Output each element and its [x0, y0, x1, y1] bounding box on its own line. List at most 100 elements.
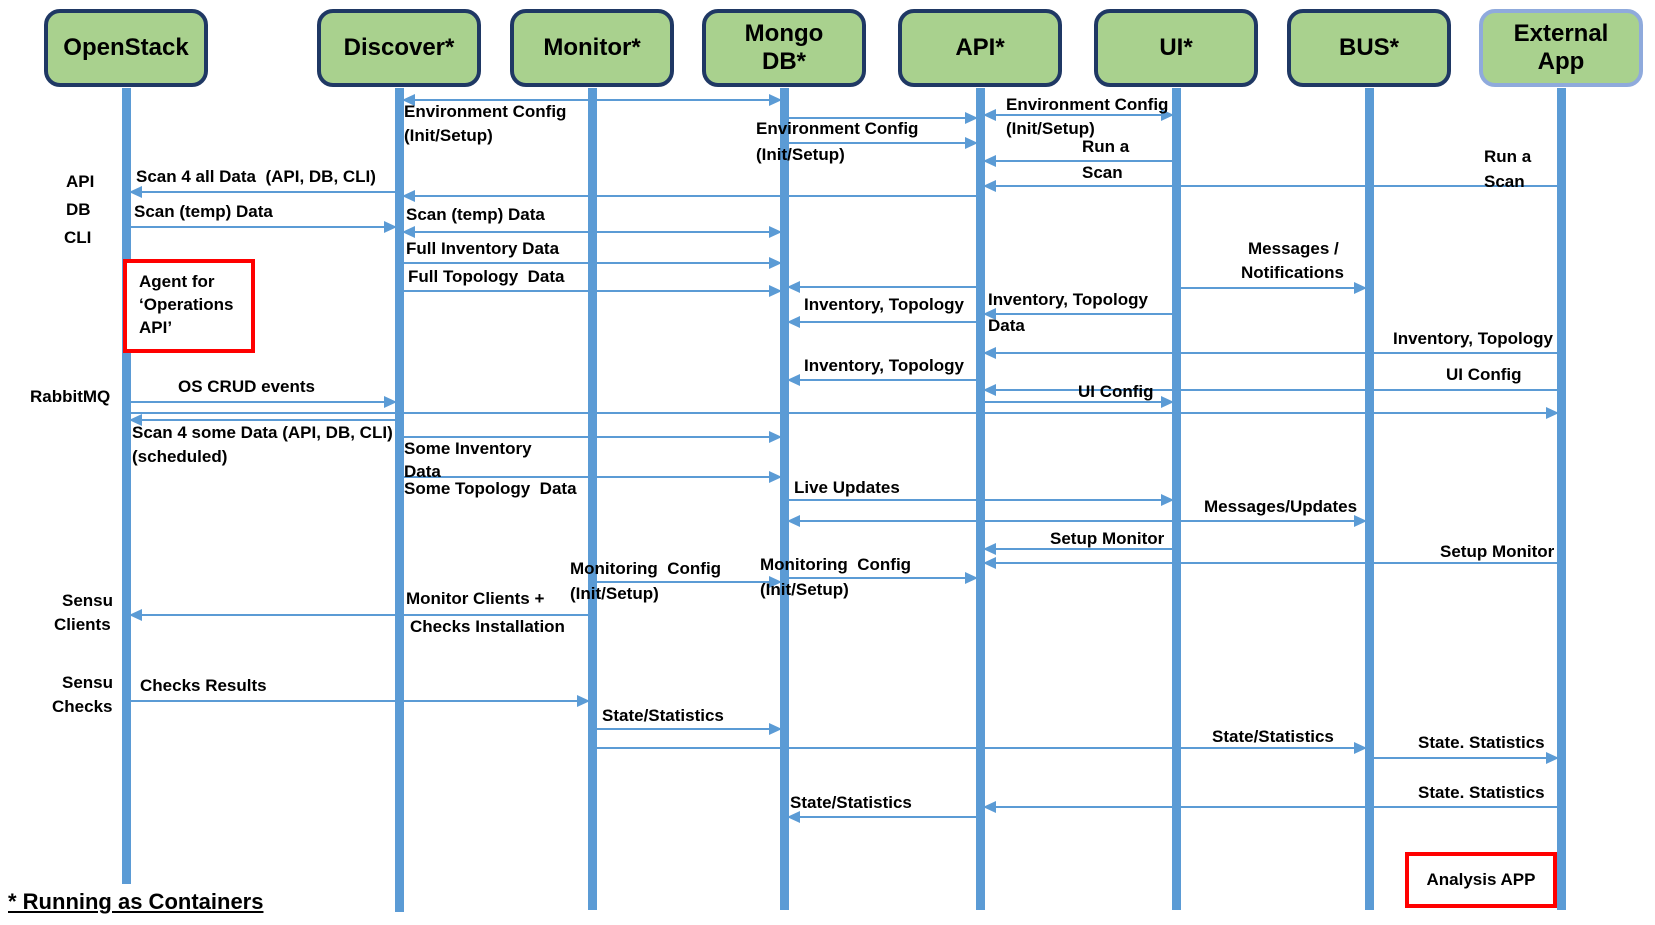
arrowhead-left-icon — [983, 155, 996, 167]
message-label: State. Statistics — [1418, 783, 1545, 802]
arrowhead-right-icon — [1354, 742, 1367, 754]
arrowhead-right-icon — [769, 226, 782, 238]
lifeline-external — [1556, 88, 1566, 910]
arrowhead-right-icon — [769, 257, 782, 269]
annotation-label: RabbitMQ — [30, 387, 111, 406]
message-line-ui-to-api — [980, 160, 1176, 162]
message-line-discover-to-openstack — [126, 191, 399, 193]
message-line-api-to-ui — [980, 114, 1176, 116]
actor-box-discover: Discover* — [317, 9, 481, 87]
message-label: (Init/Setup) — [756, 145, 845, 164]
message-label: Monitoring Config — [570, 559, 722, 578]
annotation-label: Sensu — [62, 591, 114, 610]
message-line-discover-to-mongodb — [399, 290, 784, 292]
actor-box-monitor: Monitor* — [510, 9, 674, 87]
arrowhead-left-icon — [787, 515, 800, 527]
actor-box-bus: BUS* — [1287, 9, 1451, 87]
message-line-openstack-to-monitor — [126, 700, 592, 702]
message-line-api-to-mongodb — [784, 321, 980, 323]
message-line-api-to-mongodb — [784, 286, 980, 288]
message-label: Environment Config — [756, 119, 919, 138]
message-line-api-to-mongodb — [784, 379, 980, 381]
arrowhead-right-icon — [577, 695, 590, 707]
message-label: Checks Installation — [410, 617, 565, 636]
arrowhead-right-icon — [769, 94, 782, 106]
message-line-openstack-to-external — [126, 412, 1561, 414]
message-line-mongodb-to-ui — [784, 499, 1176, 501]
message-label: OS CRUD events — [178, 377, 315, 396]
lifeline-discover — [394, 88, 404, 912]
message-line-mongodb-to-api — [784, 142, 980, 144]
message-label: Inventory, Topology — [1393, 329, 1553, 348]
message-line-api-to-ui — [980, 401, 1176, 403]
message-label: Setup Monitor — [1440, 542, 1555, 561]
message-label: Inventory, Topology — [988, 290, 1148, 309]
message-label: UI Config — [1078, 382, 1154, 401]
arrowhead-right-icon — [965, 572, 978, 584]
message-label: State/Statistics — [602, 706, 724, 725]
agent-note: Agent for ‘Operations API’ — [123, 259, 255, 353]
arrowhead-left-icon — [983, 543, 996, 555]
arrowhead-left-icon — [983, 308, 996, 320]
arrowhead-left-icon — [983, 384, 996, 396]
actor-box-ui: UI* — [1094, 9, 1258, 87]
message-label: (Init/Setup) — [1006, 119, 1095, 138]
arrowhead-right-icon — [1161, 494, 1174, 506]
arrowhead-right-icon — [384, 396, 397, 408]
message-line-external-to-api — [980, 352, 1561, 354]
arrowhead-left-icon — [983, 557, 996, 569]
arrowhead-right-icon — [769, 471, 782, 483]
message-line-discover-to-mongodb — [399, 99, 784, 101]
arrowhead-left-icon — [129, 414, 142, 426]
arrowhead-right-icon — [1546, 407, 1559, 419]
message-line-discover-to-mongodb — [399, 436, 784, 438]
footnote-running-as-containers: * Running as Containers — [8, 889, 264, 914]
message-line-monitor-to-bus — [592, 747, 1369, 749]
message-line-bus-to-external — [1369, 757, 1561, 759]
annotation-label: Sensu — [62, 673, 114, 692]
arrowhead-right-icon — [1161, 109, 1174, 121]
actor-box-mongodb: Mongo DB* — [702, 9, 866, 87]
message-line-openstack-to-discover — [126, 226, 399, 228]
message-label: Scan — [1082, 163, 1123, 182]
analysis-app-note: Analysis APP — [1405, 852, 1557, 908]
message-label: Live Updates — [794, 478, 900, 497]
message-label: Run a — [1484, 147, 1532, 166]
lifeline-monitor — [587, 88, 597, 910]
message-label: Some Topology Data — [404, 479, 577, 498]
message-label: State. Statistics — [1418, 733, 1545, 752]
arrowhead-left-icon — [129, 609, 142, 621]
message-label: Scan (temp) Data — [134, 202, 273, 221]
message-label: (Init/Setup) — [760, 580, 849, 599]
arrowhead-left-icon — [129, 186, 142, 198]
arrowhead-left-icon — [787, 316, 800, 328]
message-line-mongodb-to-api — [784, 117, 980, 119]
message-label: Checks Results — [140, 676, 267, 695]
message-line-api-to-mongodb — [784, 816, 980, 818]
annotation-label: Clients — [54, 615, 111, 634]
message-label: (scheduled) — [132, 447, 228, 466]
message-line-external-to-api — [980, 806, 1561, 808]
lifeline-bus — [1364, 88, 1374, 910]
message-line-ui-to-api — [980, 313, 1176, 315]
message-line-discover-to-mongodb — [399, 231, 784, 233]
message-line-discover-to-openstack — [126, 419, 399, 421]
arrowhead-right-icon — [769, 431, 782, 443]
message-label: Environment Config — [1006, 95, 1169, 114]
arrowhead-left-icon — [983, 180, 996, 192]
arrowhead-right-icon — [1354, 515, 1367, 527]
message-label: Scan (temp) Data — [406, 205, 545, 224]
arrowhead-left-icon — [402, 226, 415, 238]
arrowhead-right-icon — [769, 285, 782, 297]
message-label: Notifications — [1241, 263, 1344, 282]
message-line-api-to-discover — [399, 195, 980, 197]
message-line-ui-to-bus — [1176, 287, 1369, 289]
message-label: Some Inventory — [404, 439, 532, 458]
arrowhead-left-icon — [983, 109, 996, 121]
message-label: Monitoring Config — [760, 555, 912, 574]
arrowhead-left-icon — [402, 94, 415, 106]
arrowhead-left-icon — [787, 811, 800, 823]
arrowhead-left-icon — [983, 801, 996, 813]
lifeline-openstack — [121, 88, 131, 884]
